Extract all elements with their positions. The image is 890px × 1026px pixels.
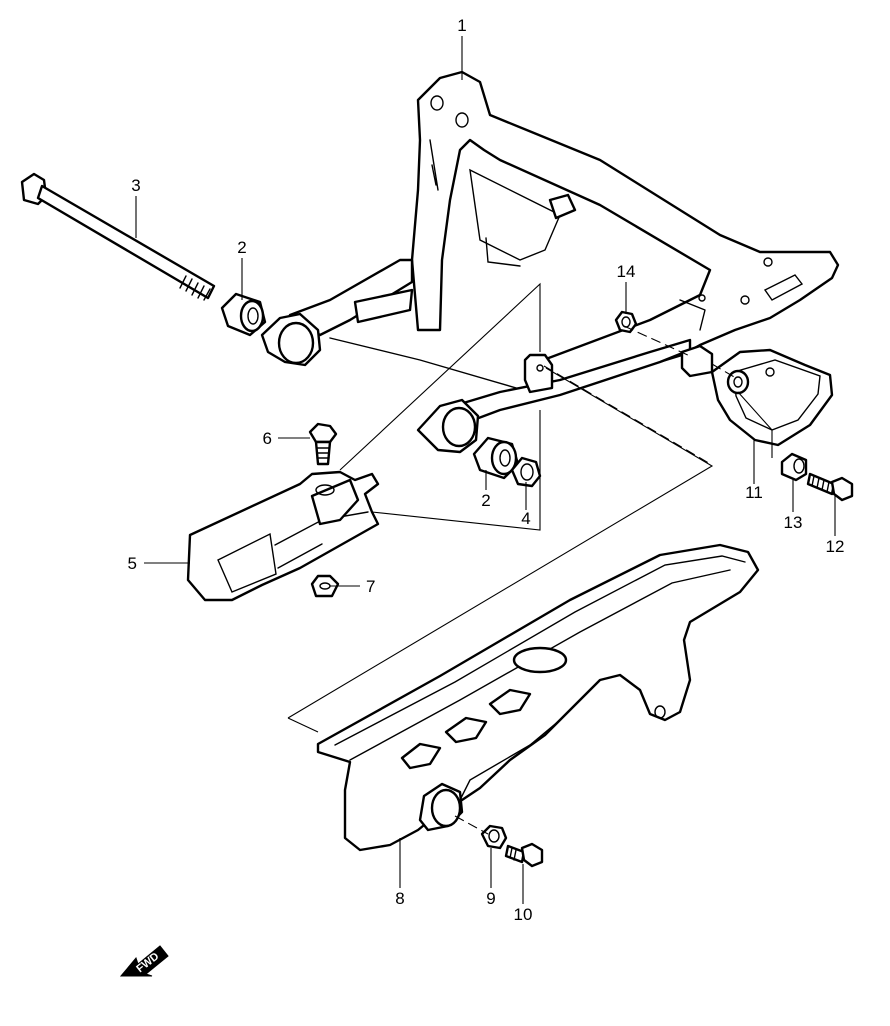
callout-11: 11 bbox=[745, 483, 763, 502]
callout-7: 7 bbox=[366, 577, 375, 596]
leader-lines bbox=[135, 36, 836, 904]
callout-10: 10 bbox=[514, 905, 533, 924]
callout-9: 9 bbox=[486, 889, 495, 908]
bolt-buffer-part bbox=[308, 422, 338, 466]
chain-case-part bbox=[316, 543, 760, 852]
bushing-lower-part bbox=[472, 436, 520, 480]
callout-2-upper: 2 bbox=[237, 238, 246, 257]
callout-4: 4 bbox=[521, 509, 530, 528]
bolt-case-part bbox=[504, 842, 544, 868]
callout-3: 3 bbox=[131, 176, 140, 195]
callout-1: 1 bbox=[457, 16, 466, 35]
callout-12: 12 bbox=[826, 537, 845, 556]
assembly-lines bbox=[454, 325, 737, 835]
chain-buffer-part bbox=[186, 470, 380, 602]
swingarm-part bbox=[260, 70, 840, 454]
callout-labels: 1 2 3 4 5 6 7 8 9 10 11 12 13 14 2 bbox=[128, 16, 845, 924]
callout-14: 14 bbox=[617, 262, 636, 281]
callout-6: 6 bbox=[263, 429, 272, 448]
bolt-guide-part bbox=[806, 472, 854, 502]
callout-5: 5 bbox=[128, 554, 137, 573]
washer-case-part bbox=[480, 824, 508, 850]
callout-8: 8 bbox=[395, 889, 404, 908]
callout-2-lower: 2 bbox=[481, 491, 490, 510]
callout-13: 13 bbox=[784, 513, 803, 532]
bushing-upper-part bbox=[220, 292, 267, 337]
chain-guide-part bbox=[710, 348, 834, 447]
forward-arrow-icon: FWD bbox=[119, 945, 169, 977]
pivot-bolt-part bbox=[20, 172, 216, 301]
nut-guide-part bbox=[614, 310, 638, 334]
spacer-guide-part bbox=[780, 452, 808, 482]
